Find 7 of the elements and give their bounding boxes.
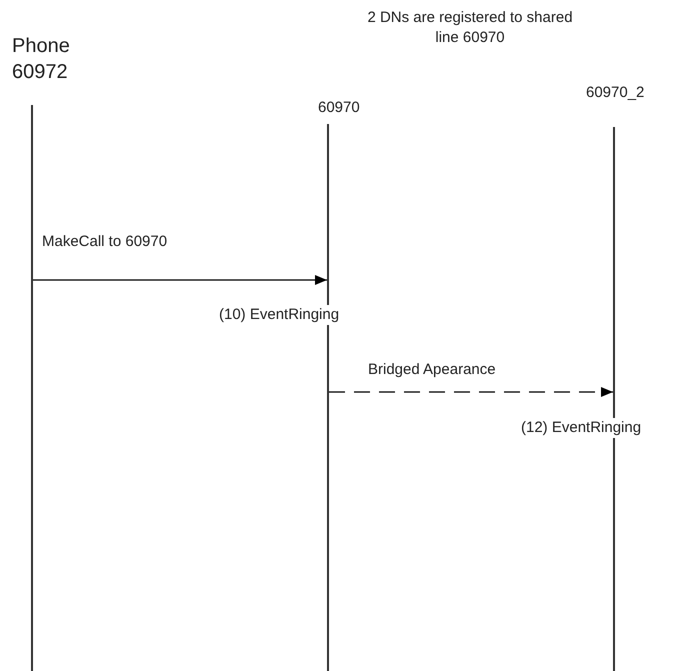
lifeline-header: 60970 [318, 99, 361, 117]
lifeline-header: 60970_2 [586, 84, 646, 102]
note-text: 2 DNs are registered to shared line 60970 [366, 8, 574, 48]
edge-label: Bridged Apearance [366, 361, 498, 379]
arrow [329, 387, 613, 397]
lifeline-header: Phone 60972 [12, 34, 71, 85]
arrow [33, 275, 327, 285]
